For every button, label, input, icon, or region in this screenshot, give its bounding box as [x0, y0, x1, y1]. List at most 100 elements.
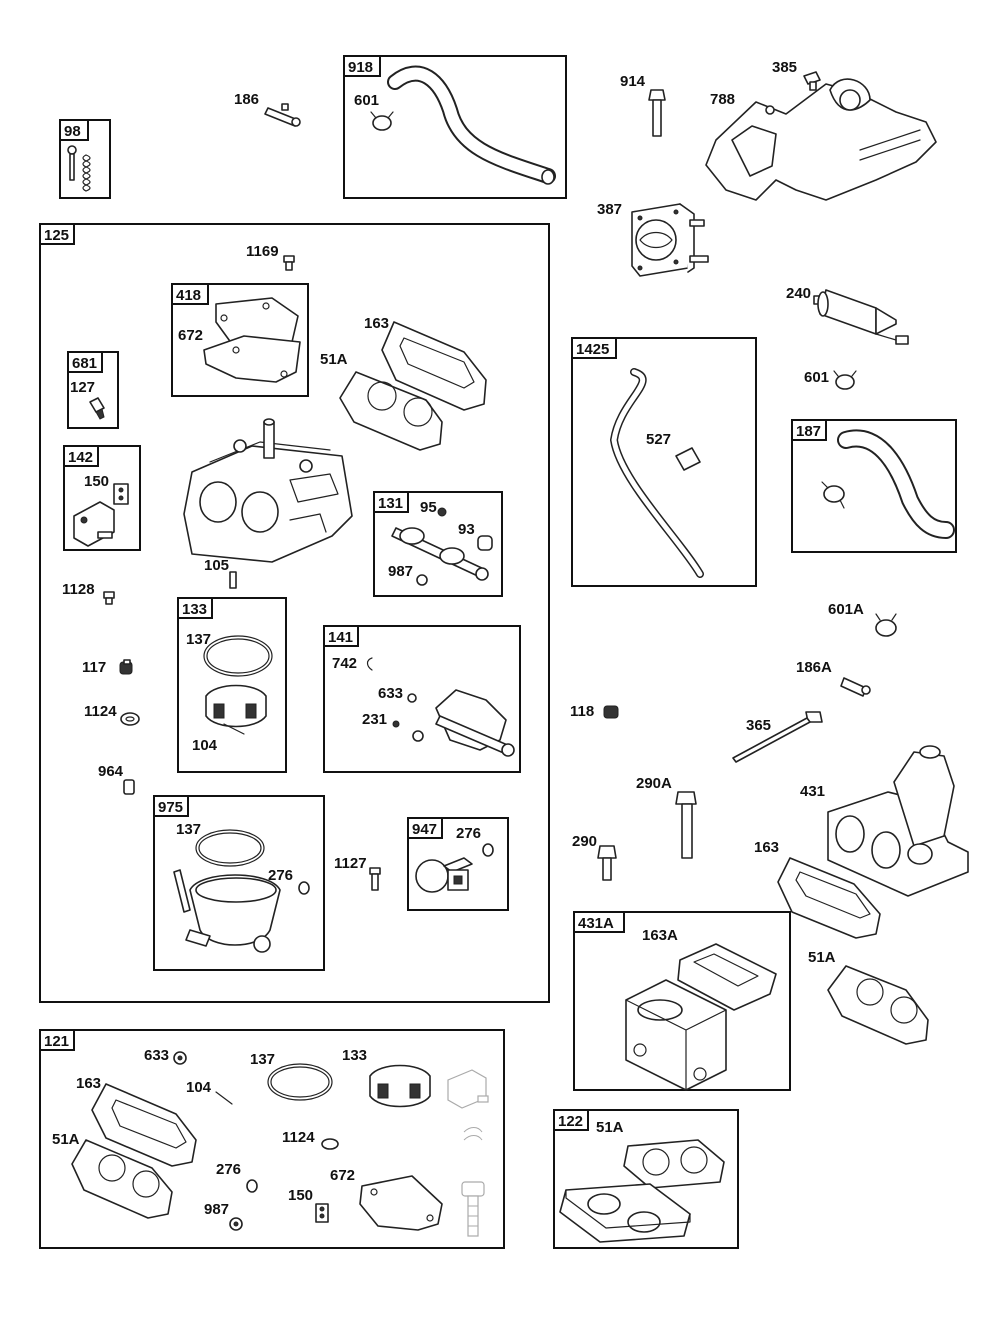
callout-633-b: 633: [144, 1047, 169, 1064]
callout-142: 142: [68, 449, 93, 466]
callout-672: 672: [178, 327, 203, 344]
part-choke-shaft: [366, 657, 515, 757]
callout-133: 133: [182, 601, 207, 618]
callout-186A: 186A: [796, 659, 832, 676]
part-clip-faint: [463, 1127, 483, 1141]
callout-150-b: 150: [288, 1187, 313, 1204]
callout-163-b: 163: [754, 839, 779, 856]
part-bolt-290A: [675, 791, 697, 859]
kit-box-142[interactable]: 142 150: [63, 445, 141, 551]
part-plug-117: [119, 659, 133, 675]
part-fuel-pump-387: [631, 203, 709, 277]
callout-163-c: 163: [76, 1075, 101, 1092]
kit-box-141[interactable]: 141 742 633 231: [323, 625, 521, 773]
kit-box-1425[interactable]: 1425 527: [571, 337, 757, 587]
part-bolt-spring: [67, 145, 91, 192]
part-washer-633: [173, 1051, 187, 1065]
callout-131: 131: [378, 495, 403, 512]
callout-186: 186: [234, 91, 259, 108]
part-float-133: [203, 635, 273, 735]
part-fitting-186A: [840, 677, 871, 697]
callout-51A-b: 51A: [808, 949, 836, 966]
kit-box-98[interactable]: 98: [59, 119, 111, 199]
callout-431A: 431A: [578, 915, 614, 932]
kit-box-122[interactable]: 122 51A: [553, 1109, 739, 1249]
part-solenoid-faint: [447, 1069, 489, 1109]
part-washer-1124-b: [321, 1138, 339, 1150]
callout-387: 387: [597, 201, 622, 218]
callout-601: 601: [354, 92, 379, 109]
part-oring-137: [267, 1063, 333, 1101]
kit-box-681[interactable]: 681 127: [67, 351, 119, 429]
part-screw-105: [229, 571, 237, 589]
part-solenoid-150: [73, 483, 129, 547]
callout-987: 987: [388, 563, 413, 580]
callout-975: 975: [158, 799, 183, 816]
callout-290A: 290A: [636, 775, 672, 792]
kit-box-133[interactable]: 133 137 104: [177, 597, 287, 773]
part-gasket-672: [359, 1175, 443, 1231]
part-screw-1169: [283, 255, 295, 271]
callout-365: 365: [746, 717, 771, 734]
callout-385: 385: [772, 59, 797, 76]
callout-601-b: 601: [804, 369, 829, 386]
kit-box-947[interactable]: 947 276: [407, 817, 509, 911]
part-gasket-150: [315, 1203, 329, 1223]
part-float-bowl: [173, 829, 310, 953]
callout-290: 290: [572, 833, 597, 850]
callout-51A-c: 51A: [52, 1131, 80, 1148]
callout-98: 98: [64, 123, 81, 140]
part-fuel-solenoid-947: [415, 843, 494, 893]
kit-box-418[interactable]: 418 672: [171, 283, 309, 397]
kit-box-187[interactable]: 187: [791, 419, 957, 553]
part-vent-tube: [609, 368, 704, 578]
kit-box-121[interactable]: 121: [39, 1029, 505, 1249]
part-bolt-914: [648, 89, 666, 137]
kit-box-125[interactable]: 125: [39, 223, 550, 1003]
part-screw-1127: [369, 867, 381, 891]
part-long-bolt-365: [732, 711, 823, 763]
callout-1128: 1128: [62, 581, 95, 598]
callout-681: 681: [72, 355, 97, 372]
part-intake-431: [827, 745, 969, 897]
part-needle-faint: [461, 1181, 485, 1237]
callout-163A: 163A: [642, 927, 678, 944]
part-gasket-163-b: [777, 857, 881, 939]
callout-133-b: 133: [342, 1047, 367, 1064]
kit-box-975[interactable]: 975 137 276: [153, 795, 325, 971]
part-clamp-601: [833, 370, 857, 390]
callout-127: 127: [70, 379, 95, 396]
callout-914: 914: [620, 73, 646, 90]
callout-105: 105: [204, 557, 229, 574]
callout-163: 163: [364, 315, 389, 332]
callout-1124-b: 1124: [282, 1129, 315, 1146]
part-fuel-filter-240: [813, 289, 909, 345]
kit-box-431A[interactable]: 431A 163A: [573, 911, 791, 1091]
kit-box-918[interactable]: 918 601: [343, 55, 567, 199]
kit-box-131[interactable]: 131 95 93 987: [373, 491, 503, 597]
part-gaskets-121: [71, 1083, 197, 1219]
callout-672-b: 672: [330, 1167, 355, 1184]
callout-104-b: 104: [186, 1079, 212, 1096]
callout-1169: 1169: [246, 243, 279, 260]
part-pin-104: [215, 1091, 233, 1105]
callout-240: 240: [786, 285, 811, 302]
part-gasket-51A-b: [827, 965, 929, 1045]
part-plug-118: [603, 705, 619, 719]
part-hose-187: [821, 429, 955, 539]
callout-141: 141: [328, 629, 353, 646]
callout-418: 418: [176, 287, 201, 304]
callout-93: 93: [458, 521, 475, 538]
callout-137: 137: [186, 631, 211, 648]
callout-276-b: 276: [456, 825, 481, 842]
part-gaskets-418: [203, 297, 301, 383]
callout-742: 742: [332, 655, 357, 672]
part-needle-127: [89, 397, 105, 420]
callout-51A-d: 51A: [596, 1119, 624, 1136]
part-fuel-hose: [370, 65, 556, 185]
part-screw-1128: [103, 591, 115, 605]
callout-1425: 1425: [576, 341, 609, 358]
part-float-133-b: [369, 1064, 431, 1108]
callout-121: 121: [44, 1033, 69, 1050]
